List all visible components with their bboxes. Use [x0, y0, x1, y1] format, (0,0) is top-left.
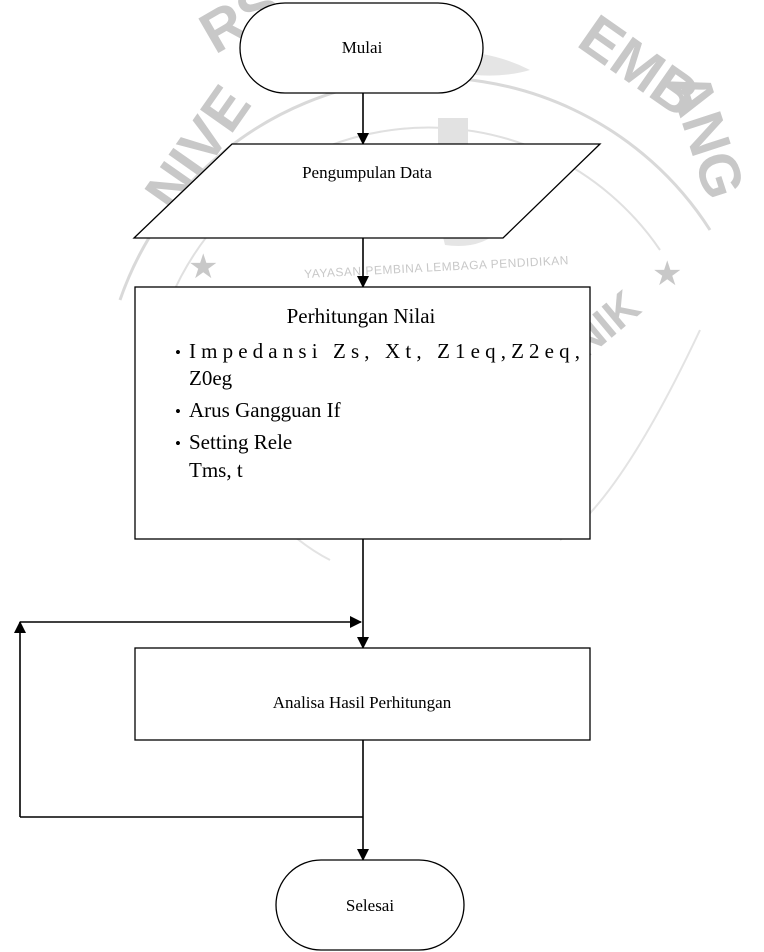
end-label: Selesai [346, 896, 394, 915]
analysis-box [134, 647, 591, 741]
bullet-dot-3: • [175, 434, 181, 453]
end-terminator [275, 859, 465, 951]
input-label: Pengumpulan Data [302, 163, 432, 182]
start-terminator [239, 2, 484, 94]
start-label: Mulai [342, 38, 383, 57]
process-box [134, 286, 591, 540]
bullet-dot-1: • [175, 343, 181, 362]
watermark-star-left: ★ [188, 248, 218, 286]
process-bullet-1-line-2: Z0eg [189, 366, 233, 390]
process-bullet-3-line-2: Tms, t [189, 458, 243, 482]
flowchart-labels: Mulai Pengumpulan Data Perhitungan Nilai… [175, 38, 580, 915]
watermark-text-right: ANG [656, 64, 758, 207]
process-bullet-1-line-1: Impedansi Zs, Xt, Z1eq,Z2eq, [189, 339, 580, 363]
process-bullet-2-line-1: Arus Gangguan If [189, 398, 341, 422]
analysis-label: Analisa Hasil Perhitungan [273, 693, 452, 712]
bullet-dot-2: • [175, 402, 181, 421]
flowchart [14, 2, 602, 951]
input-parallelogram [132, 143, 602, 239]
process-bullet-3-line-1: Setting Rele [189, 430, 292, 454]
watermark-foundation-text: YAYASAN PEMBINA LEMBAGA PENDIDIKAN [304, 253, 569, 281]
process-title: Perhitungan Nilai [287, 304, 436, 328]
watermark-star-right: ★ [652, 255, 682, 293]
